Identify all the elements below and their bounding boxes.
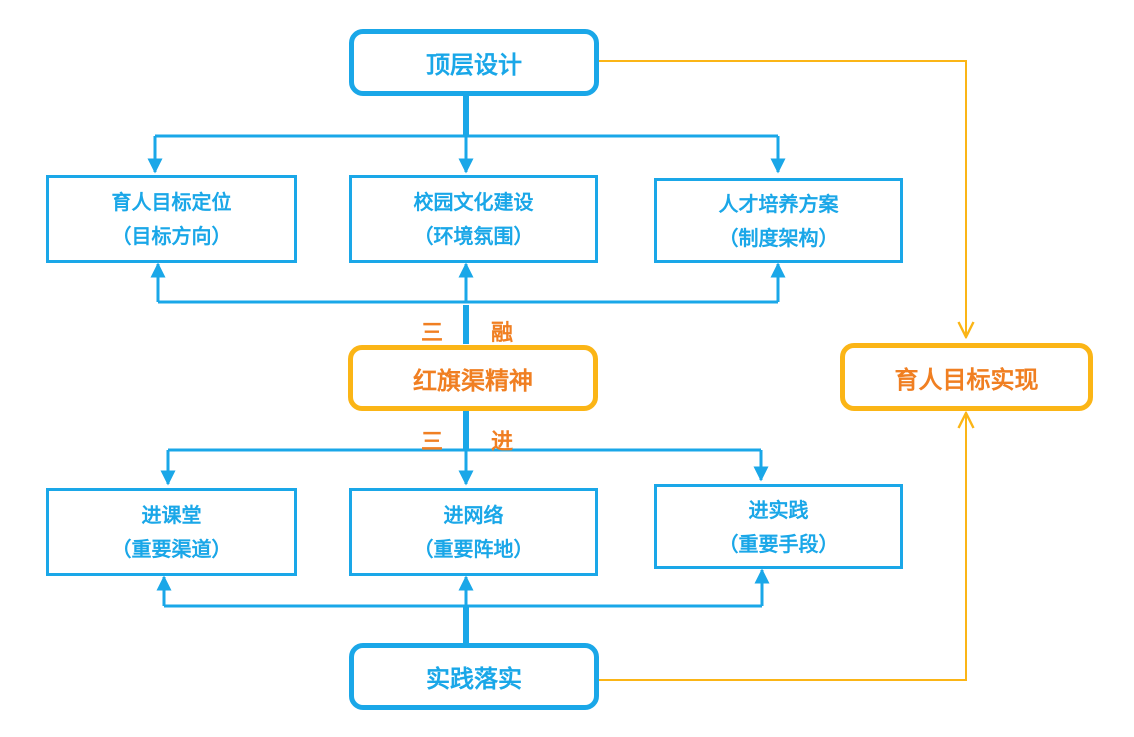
network-box: 进网络 （重要阵地）: [349, 488, 598, 576]
top-design-label: 顶层设计: [426, 51, 522, 79]
network-title: 进网络: [443, 503, 504, 527]
classroom-title: 进课堂: [141, 503, 202, 527]
target-position-box: 育人目标定位 （目标方向）: [46, 175, 297, 263]
training-plan-box: 人才培养方案 （制度架构）: [654, 178, 903, 263]
san-label-bottom: 三: [421, 430, 444, 455]
classroom-sub: （重要渠道）: [111, 537, 232, 561]
san-label-top: 三: [421, 321, 444, 346]
network-sub: （重要阵地）: [413, 537, 534, 561]
goal-box: 育人目标实现: [840, 343, 1093, 411]
practice-row-sub: （重要手段）: [718, 531, 839, 556]
target-position-title: 育人目标定位: [111, 190, 232, 214]
campus-culture-sub: （环境氛围）: [413, 224, 534, 248]
red-flag-box: 红旗渠精神: [348, 345, 598, 411]
red-flag-label: 红旗渠精神: [413, 366, 533, 395]
goal-label: 育人目标实现: [894, 365, 1039, 394]
campus-culture-box: 校园文化建设 （环境氛围）: [349, 175, 598, 263]
practice-row-box: 进实践 （重要手段）: [654, 484, 903, 569]
training-plan-sub: （制度架构）: [718, 225, 839, 250]
classroom-box: 进课堂 （重要渠道）: [46, 488, 297, 576]
practice-row-title: 进实践: [748, 497, 809, 522]
training-plan-title: 人才培养方案: [718, 191, 839, 216]
target-position-sub: （目标方向）: [111, 224, 232, 248]
jin-label: 进: [491, 430, 514, 455]
practice-implement-box: 实践落实: [349, 643, 599, 710]
gold-path-bottom: [598, 413, 966, 681]
top-design-box: 顶层设计: [349, 29, 599, 96]
campus-culture-title: 校园文化建设: [413, 190, 534, 214]
practice-implement-label: 实践落实: [426, 665, 522, 693]
rong-label: 融: [491, 321, 514, 346]
gold-path-top: [598, 60, 966, 337]
